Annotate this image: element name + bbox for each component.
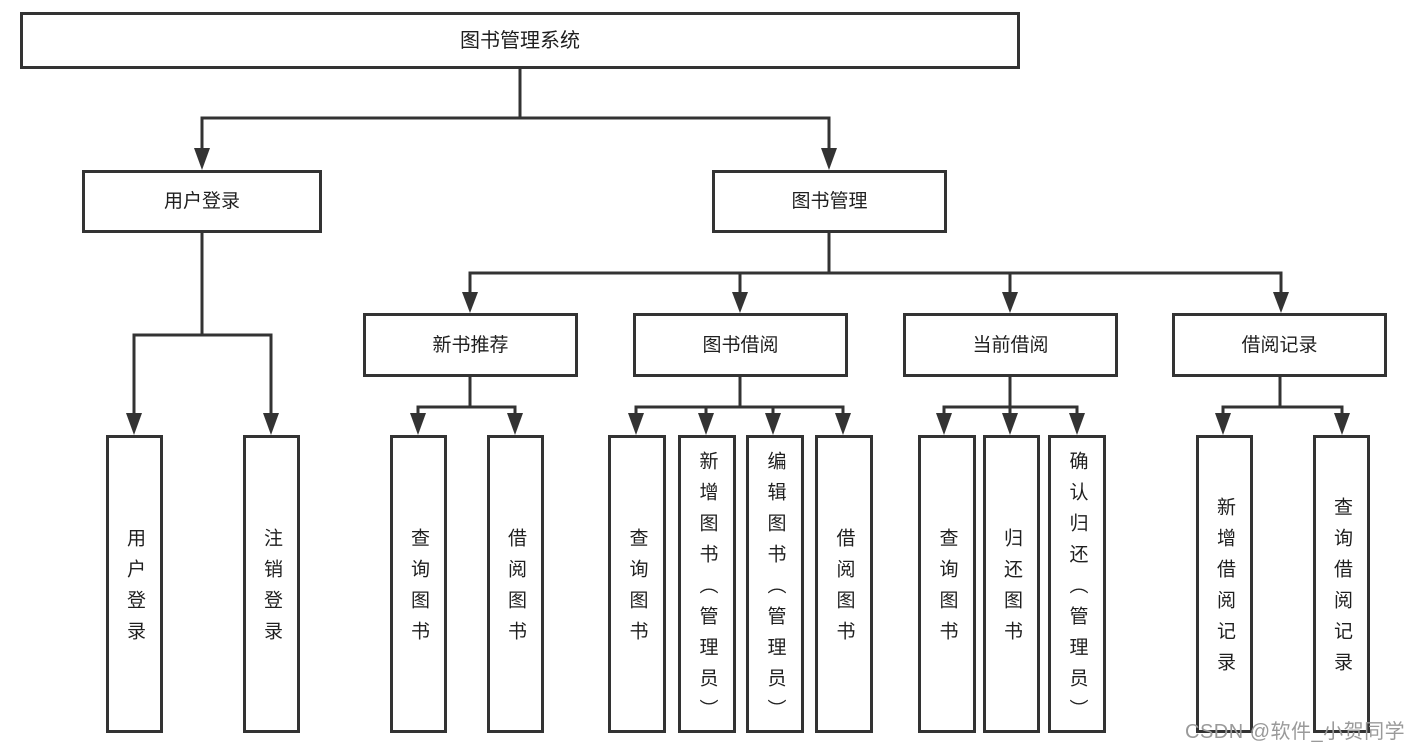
node-current-borrowing: 当前借阅 [903,313,1118,377]
leaf-label: 用户登录 [124,528,145,652]
node-label: 借阅记录 [1241,334,1318,356]
node-label: 图书借阅 [702,334,779,356]
node-leaf-borrow-books-2: 借阅图书 [815,435,873,733]
node-label: 新书推荐 [432,334,509,356]
leaf-label: 借阅图书 [505,528,526,652]
node-user-login-branch: 用户登录 [82,170,322,233]
leaf-label: 查询图书 [626,528,648,652]
node-leaf-edit-books-admin: 编辑图书（管理员） [746,435,804,733]
leaf-label: 查询借阅记录 [1331,497,1352,683]
node-leaf-logout: 注销登录 [243,435,300,733]
node-leaf-user-login: 用户登录 [106,435,163,733]
node-new-book-recommend: 新书推荐 [363,313,578,377]
leaf-label: 新增图书（管理员） [696,450,718,730]
leaf-label: 新增借阅记录 [1214,497,1235,683]
node-leaf-query-borrow-record: 查询借阅记录 [1313,435,1370,733]
leaf-label: 编辑图书（管理员） [764,450,786,730]
node-leaf-add-borrow-record: 新增借阅记录 [1196,435,1253,733]
node-leaf-confirm-return-admin: 确认归还（管理员） [1048,435,1106,733]
node-leaf-borrow-books-1: 借阅图书 [487,435,544,733]
leaf-label: 注销登录 [261,528,282,652]
node-leaf-query-books-1: 查询图书 [390,435,447,733]
leaf-label: 借阅图书 [833,528,855,652]
node-leaf-return-books: 归还图书 [983,435,1040,733]
node-library-system: 图书管理系统 [20,12,1020,69]
node-borrowing-records: 借阅记录 [1172,313,1387,377]
leaf-label: 查询图书 [408,528,429,652]
leaf-label: 归还图书 [1001,528,1022,652]
node-leaf-add-books-admin: 新增图书（管理员） [678,435,736,733]
node-label: 当前借阅 [972,334,1049,356]
node-label: 图书管理系统 [460,29,580,52]
node-label: 图书管理 [791,191,868,212]
node-book-management-branch: 图书管理 [712,170,947,233]
csdn-watermark: CSDN @软件_小贺同学 [1185,721,1405,743]
node-leaf-query-books-2: 查询图书 [608,435,666,733]
leaf-label: 确认归还（管理员） [1066,450,1088,730]
node-leaf-query-books-3: 查询图书 [918,435,976,733]
node-book-borrowing: 图书借阅 [633,313,848,377]
leaf-label: 查询图书 [936,528,958,652]
node-label: 用户登录 [163,191,240,212]
